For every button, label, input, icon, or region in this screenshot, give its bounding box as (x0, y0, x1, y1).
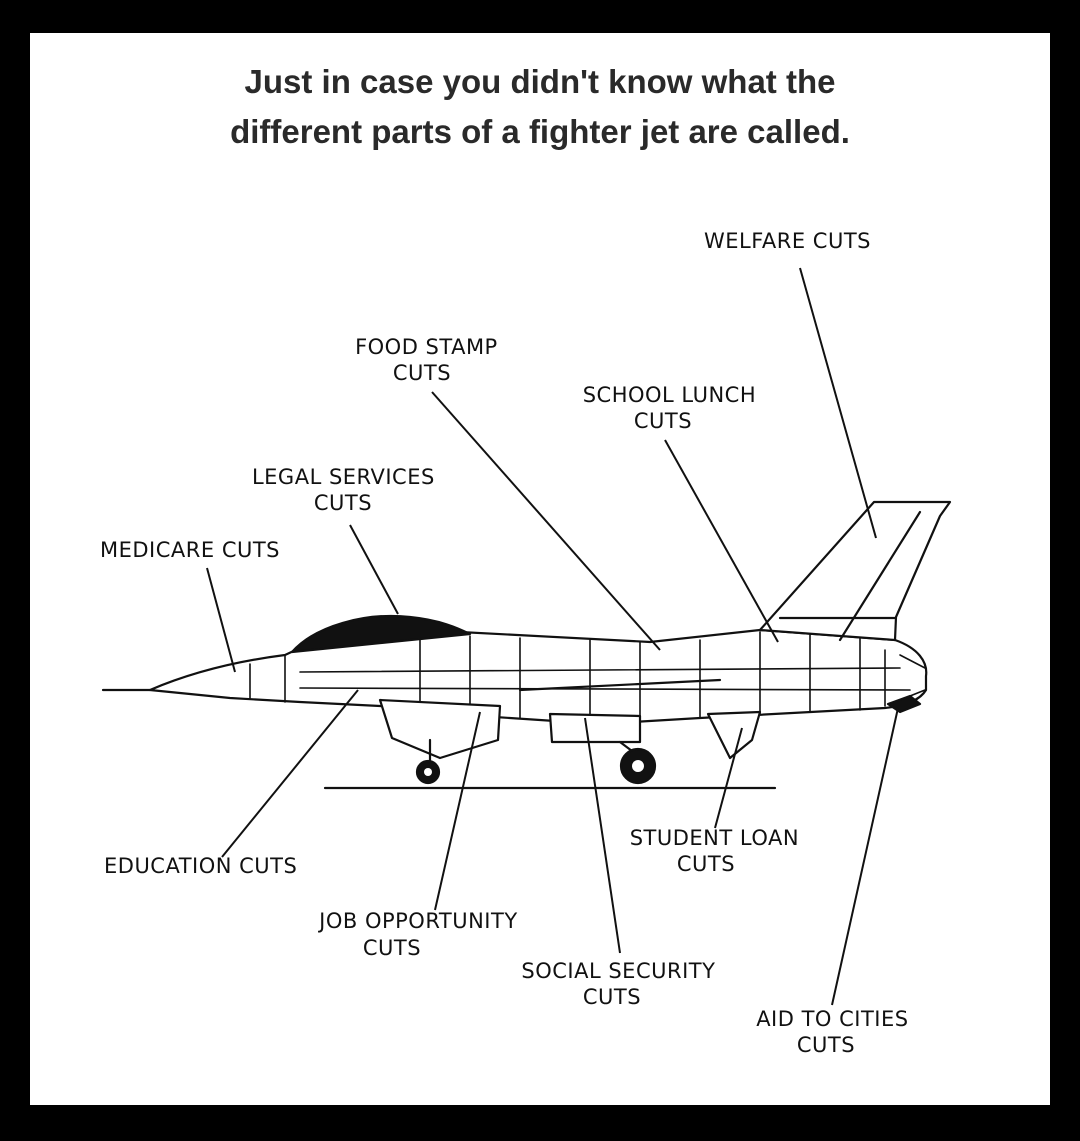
canopy (290, 614, 472, 654)
label-legal-services-line-2: CUTS (314, 491, 372, 515)
leader-school-lunch (664, 439, 779, 643)
panel-lines (249, 631, 926, 723)
label-legal-services: LEGAL SERVICES CUTS (252, 465, 442, 515)
label-medicare: MEDICARE CUTS (100, 538, 280, 562)
leader-welfare (799, 267, 877, 539)
fuselage-outline (148, 628, 928, 726)
label-social-security-line-2: CUTS (583, 985, 641, 1009)
landing-gear (415, 738, 657, 785)
leader-social-security (584, 717, 621, 954)
label-aid-to-cities-line-1: AID TO CITIES (756, 1007, 908, 1031)
leader-student-loan (714, 727, 743, 829)
leader-legal-services (349, 524, 399, 615)
label-job-opportunity: JOB OPPORTUNITY CUTS (317, 909, 525, 960)
label-food-stamp-line-2: CUTS (393, 361, 451, 385)
label-welfare-line-1: WELFARE CUTS (704, 229, 871, 253)
leader-food-stamp (431, 391, 661, 651)
leader-medicare (206, 567, 236, 673)
fighter-jet-drawing (101, 500, 952, 790)
label-school-lunch: SCHOOL LUNCH CUTS (583, 383, 764, 433)
callout-labels: WELFARE CUTS FOOD STAMP CUTS SCHOOL LUNC… (100, 229, 916, 1057)
label-legal-services-line-1: LEGAL SERVICES (252, 465, 435, 489)
label-student-loan-line-2: CUTS (677, 852, 735, 876)
vertical-tail (758, 500, 952, 642)
wing-edge (518, 678, 722, 692)
label-education-line-1: EDUCATION CUTS (104, 854, 297, 878)
label-medicare-line-1: MEDICARE CUTS (100, 538, 280, 562)
label-student-loan-line-1: STUDENT LOAN (630, 826, 799, 850)
label-aid-to-cities: AID TO CITIES CUTS (756, 1007, 916, 1057)
label-social-security: SOCIAL SECURITY CUTS (521, 959, 722, 1009)
headline: Just in case you didn't know what the di… (30, 57, 1050, 157)
ventral-fin (706, 710, 762, 760)
exhaust-nozzle (886, 694, 922, 714)
label-job-opportunity-line-1: JOB OPPORTUNITY (317, 909, 518, 933)
leader-lines (206, 267, 899, 1006)
label-student-loan: STUDENT LOAN CUTS (630, 826, 807, 876)
label-aid-to-cities-line-2: CUTS (797, 1033, 855, 1057)
air-intake (378, 698, 502, 760)
label-school-lunch-line-2: CUTS (634, 409, 692, 433)
headline-line-2: different parts of a fighter jet are cal… (230, 113, 850, 150)
label-education: EDUCATION CUTS (104, 854, 297, 878)
label-social-security-line-1: SOCIAL SECURITY (521, 959, 715, 983)
ventral-bay (548, 712, 642, 744)
label-food-stamp: FOOD STAMP CUTS (355, 335, 505, 385)
label-school-lunch-line-1: SCHOOL LUNCH (583, 383, 756, 407)
headline-line-1: Just in case you didn't know what the (244, 63, 836, 100)
label-welfare: WELFARE CUTS (704, 229, 871, 253)
leader-aid-to-cities (831, 707, 899, 1006)
label-job-opportunity-line-2: CUTS (363, 936, 421, 960)
leader-job-opportunity (434, 711, 481, 911)
label-food-stamp-line-1: FOOD STAMP (355, 335, 498, 359)
leader-education (221, 689, 359, 858)
